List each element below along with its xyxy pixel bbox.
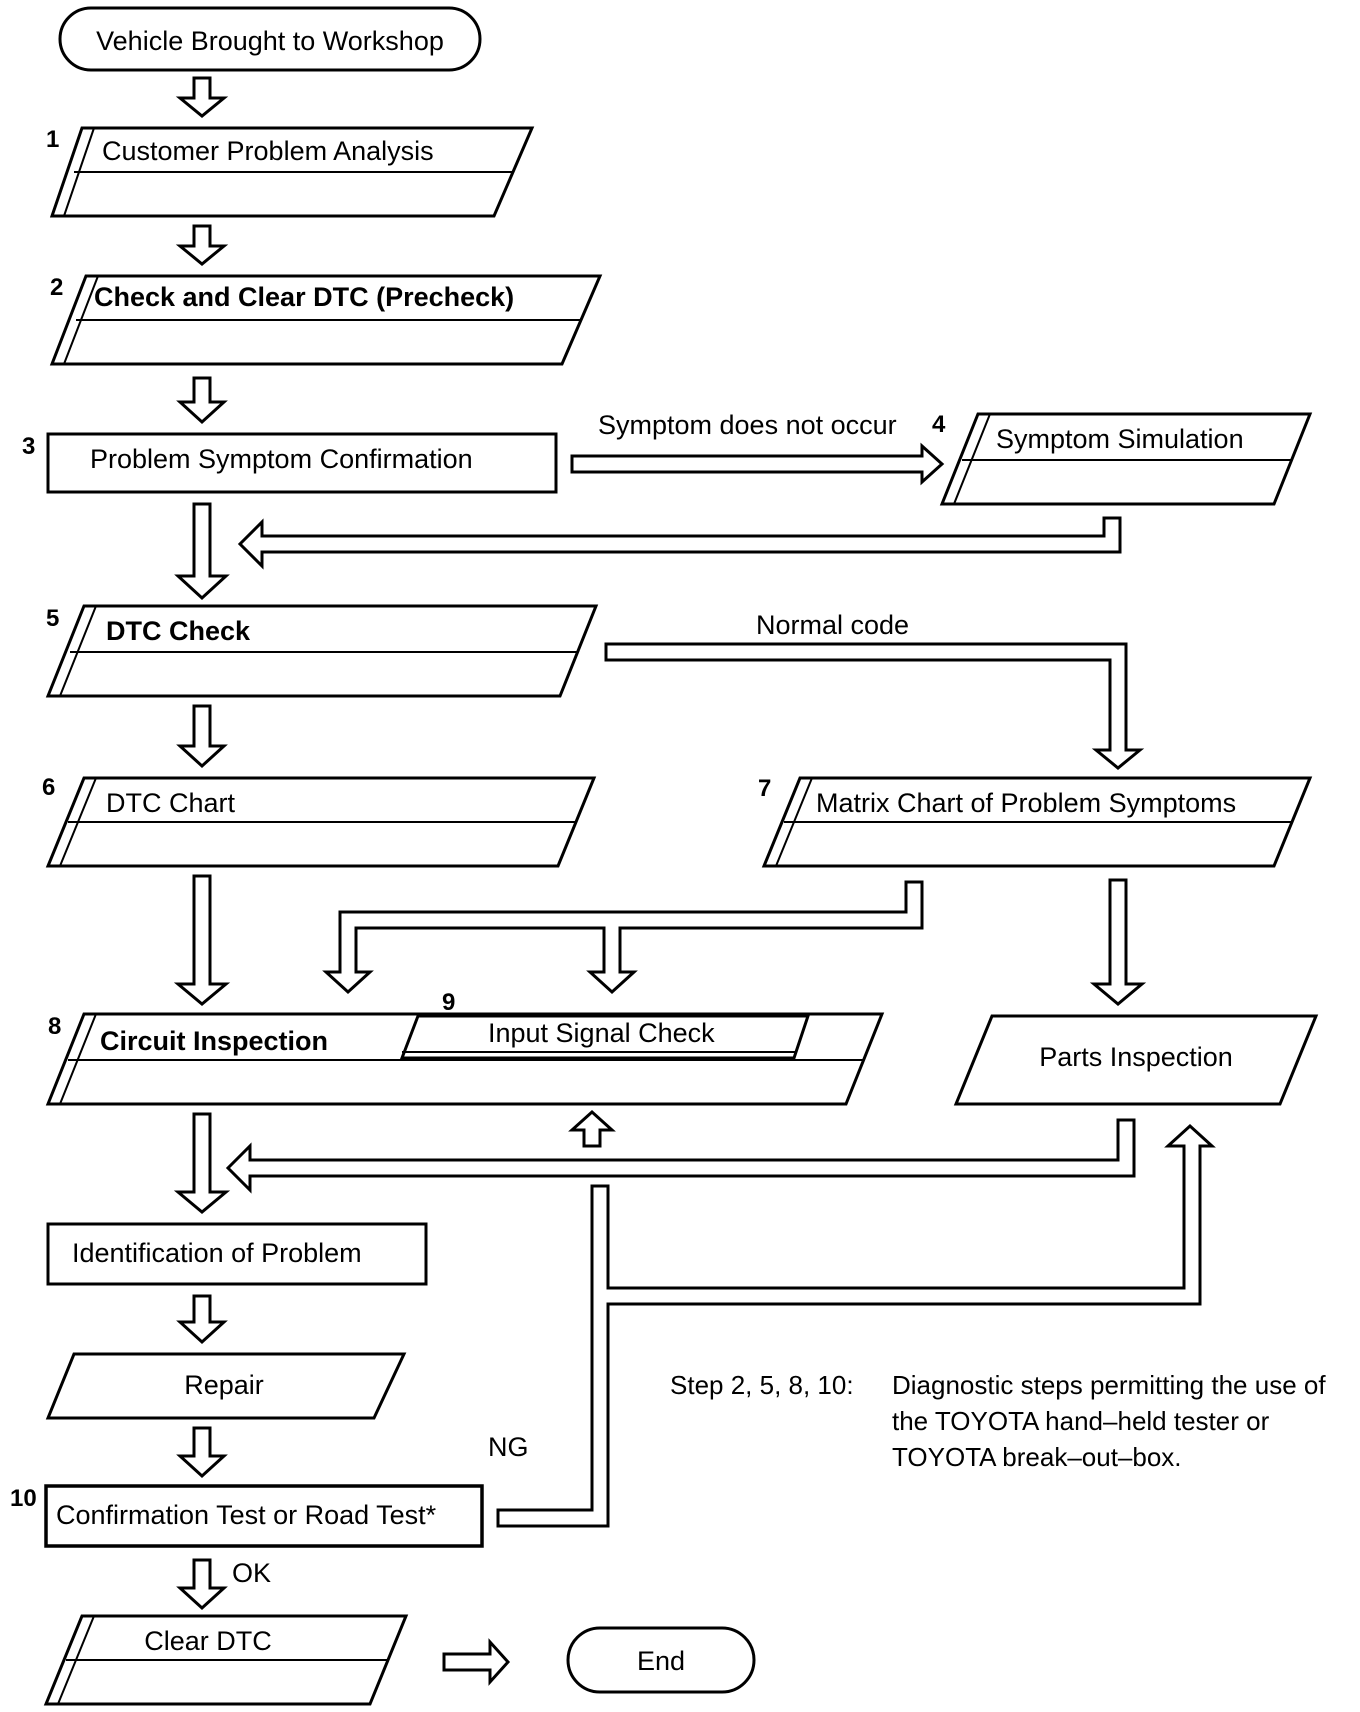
diagnostic-note: Step 2, 5, 8, 10: Diagnostic steps permi… (670, 1370, 1326, 1472)
arrow-3-to-4 (570, 442, 945, 486)
edge-label-ok: OK (232, 1558, 271, 1588)
step-2-check-clear-dtc: 2 Check and Clear DTC (Precheck) (49, 274, 603, 366)
arrow-start-to-1 (175, 76, 229, 118)
arrow-repair-to-10 (176, 1426, 228, 1479)
arrow-6-to-8 (173, 874, 231, 1006)
step-4-label: Symptom Simulation (996, 424, 1244, 454)
step-1-number: 1 (46, 126, 59, 153)
note-line-1: Diagnostic steps permitting the use of (892, 1370, 1326, 1400)
step-5-label: DTC Check (106, 616, 251, 646)
step-10-label: Confirmation Test or Road Test* (56, 1500, 437, 1530)
end-label: End (637, 1646, 685, 1676)
arrow-ng-loop (496, 1123, 1216, 1528)
step-1-customer-problem-analysis: 1 Customer Problem Analysis (46, 126, 535, 218)
step-9-input-signal-check: 9 Input Signal Check (399, 989, 811, 1060)
step-9-number: 9 (442, 989, 455, 1016)
arrow-clear-to-end (442, 1638, 511, 1686)
step-10-confirmation-test: 10 Confirmation Test or Road Test* (10, 1484, 484, 1548)
step-8-label: Circuit Inspection (100, 1026, 328, 1056)
arrow-5-to-6 (176, 704, 228, 769)
arrow-10-to-clear-dtc (176, 1558, 228, 1611)
arrow-8-to-ident (173, 1112, 231, 1214)
step-7-number: 7 (758, 775, 771, 802)
step-3-number: 3 (22, 433, 35, 460)
step-5-dtc-check: 5 DTC Check (45, 604, 599, 698)
step-3-problem-symptom-confirmation: 3 Problem Symptom Confirmation (22, 432, 558, 494)
step-7-matrix-chart: 7 Matrix Chart of Problem Symptoms (758, 775, 1313, 868)
step-3-label: Problem Symptom Confirmation (90, 444, 473, 474)
parts-inspection: Parts Inspection (953, 1014, 1319, 1106)
identification-of-problem: Identification of Problem (46, 1222, 428, 1286)
step-10-number: 10 (10, 1485, 37, 1512)
note-label: Step 2, 5, 8, 10: (670, 1370, 854, 1400)
end-node: End (566, 1626, 756, 1694)
arrow-2-to-3 (176, 376, 228, 425)
arrow-parts-return (225, 1118, 1136, 1194)
step-9-label: Input Signal Check (488, 1018, 715, 1048)
clear-dtc-label: Clear DTC (144, 1626, 272, 1656)
step-4-number: 4 (932, 411, 946, 438)
edge-label-ng: NG (488, 1432, 529, 1462)
clear-dtc: Clear DTC (43, 1614, 409, 1706)
arrow-7-to-parts (1089, 878, 1147, 1006)
arrow-5-to-7 (604, 642, 1145, 770)
step-6-label: DTC Chart (106, 788, 236, 818)
step-1-label: Customer Problem Analysis (102, 136, 434, 166)
step-5-number: 5 (46, 605, 59, 632)
step-2-number: 2 (50, 274, 63, 301)
step-7-label: Matrix Chart of Problem Symptoms (816, 788, 1236, 818)
note-line-3: TOYOTA break–out–box. (892, 1442, 1182, 1472)
arrow-3-to-5 (174, 502, 230, 601)
start-label: Vehicle Brought to Workshop (96, 26, 444, 56)
arrow-1-to-2 (175, 224, 229, 266)
step-2-label: Check and Clear DTC (Precheck) (94, 282, 514, 312)
identification-label: Identification of Problem (72, 1238, 362, 1268)
note-line-2: the TOYOTA hand–held tester or (892, 1406, 1270, 1436)
arrow-4-return (237, 516, 1122, 570)
repair-label: Repair (184, 1370, 264, 1400)
start-node: Vehicle Brought to Workshop (58, 6, 482, 72)
arrow-ident-to-repair (176, 1294, 228, 1345)
step-8-number: 8 (48, 1013, 61, 1040)
edge-label-symptom-not-occur: Symptom does not occur (598, 410, 897, 440)
parts-inspection-label: Parts Inspection (1039, 1042, 1233, 1072)
edge-label-normal-code: Normal code (756, 610, 909, 640)
arrow-7-to-8-and-9 (322, 880, 924, 995)
step-6-dtc-chart: 6 DTC Chart (42, 774, 597, 868)
arrow-up-into-8 (568, 1109, 616, 1148)
step-6-number: 6 (42, 774, 55, 801)
step-4-symptom-simulation: 4 Symptom Simulation (932, 411, 1313, 506)
repair: Repair (45, 1352, 407, 1420)
